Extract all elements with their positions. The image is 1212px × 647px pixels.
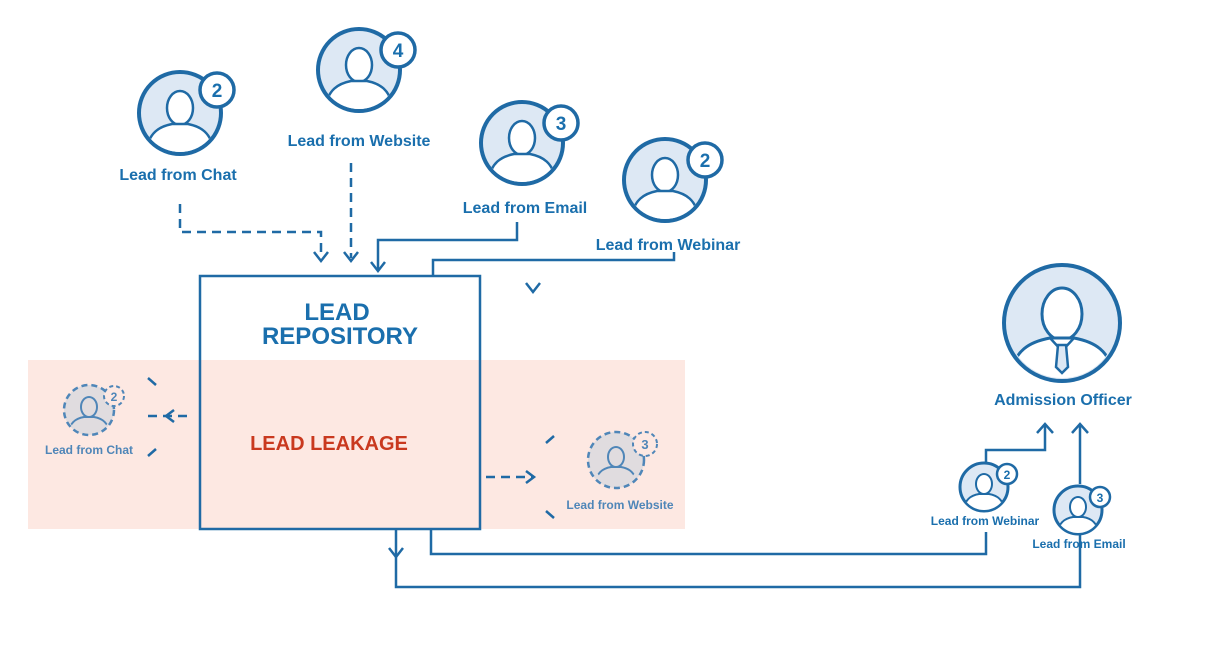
email-delivery-line (394, 535, 1082, 589)
chat-count-badge (198, 71, 236, 109)
chat-arrowhead (313, 251, 329, 264)
email-to-officer-arrowhead (1071, 422, 1089, 434)
chat-dashed-connector (178, 204, 323, 258)
source-website: 4 (316, 27, 417, 113)
webinar-to-officer-line (984, 425, 1047, 463)
repository-title-line1: LEAD (304, 299, 369, 326)
chat-count: 2 (212, 81, 223, 102)
leaked-chat: 2 (62, 383, 125, 437)
delivered-email-count-badge (1088, 485, 1112, 509)
email-arrowhead (370, 261, 386, 274)
tie-icon (1054, 343, 1070, 375)
source-chat: 2 (137, 70, 236, 156)
delivered-webinar: 2 (958, 461, 1019, 513)
leaked-website-count-badge (632, 431, 658, 457)
source-email: 3 (479, 100, 580, 186)
leaked-chat-label: Lead from Chat (45, 443, 133, 457)
delivered-email: 3 (1052, 484, 1112, 536)
repository-title-line2: REPOSITORY (262, 323, 418, 350)
outbound-connectors (388, 422, 1089, 589)
source-chat-label: Lead from Chat (119, 167, 237, 184)
webinar-connector (431, 252, 676, 276)
delivered-email-count: 3 (1097, 491, 1104, 505)
delivered-webinar-label: Lead from Webinar (931, 514, 1040, 528)
admission-officer (1002, 263, 1122, 383)
email-count-badge (542, 104, 580, 142)
webinar-count: 2 (700, 151, 711, 172)
leaked-chat-count: 2 (111, 390, 118, 404)
delivered-webinar-count: 2 (1004, 468, 1011, 482)
website-arrowhead (343, 251, 359, 264)
leaked-website: 3 (586, 430, 658, 490)
source-webinar: 2 (622, 137, 724, 223)
website-count-badge (379, 31, 417, 69)
lead-repository-box (198, 274, 482, 531)
webinar-count-badge (686, 141, 724, 179)
lead-leakage-band (28, 360, 685, 529)
lead-leakage-label: LEAD LEAKAGE (250, 433, 408, 455)
email-count: 3 (556, 114, 567, 135)
source-website-label: Lead from Website (288, 133, 431, 150)
leaked-website-count: 3 (641, 437, 648, 452)
email-connector (376, 222, 519, 270)
delivered-email-label: Lead from Email (1032, 537, 1125, 551)
leak-arrows (147, 377, 555, 519)
admission-officer-label: Admission Officer (994, 392, 1132, 409)
webinar-delivery-line (429, 529, 988, 556)
source-webinar-label: Lead from Webinar (596, 237, 741, 254)
webinar-to-officer-arrowhead (1036, 422, 1054, 434)
leaked-chat-count-badge (103, 385, 125, 407)
website-count: 4 (393, 41, 404, 62)
source-email-label: Lead from Email (463, 200, 587, 217)
inbound-connectors (178, 163, 676, 295)
delivered-webinar-count-badge (995, 462, 1019, 486)
stray-arrowhead (525, 282, 541, 295)
leaked-website-label: Lead from Website (566, 498, 673, 512)
